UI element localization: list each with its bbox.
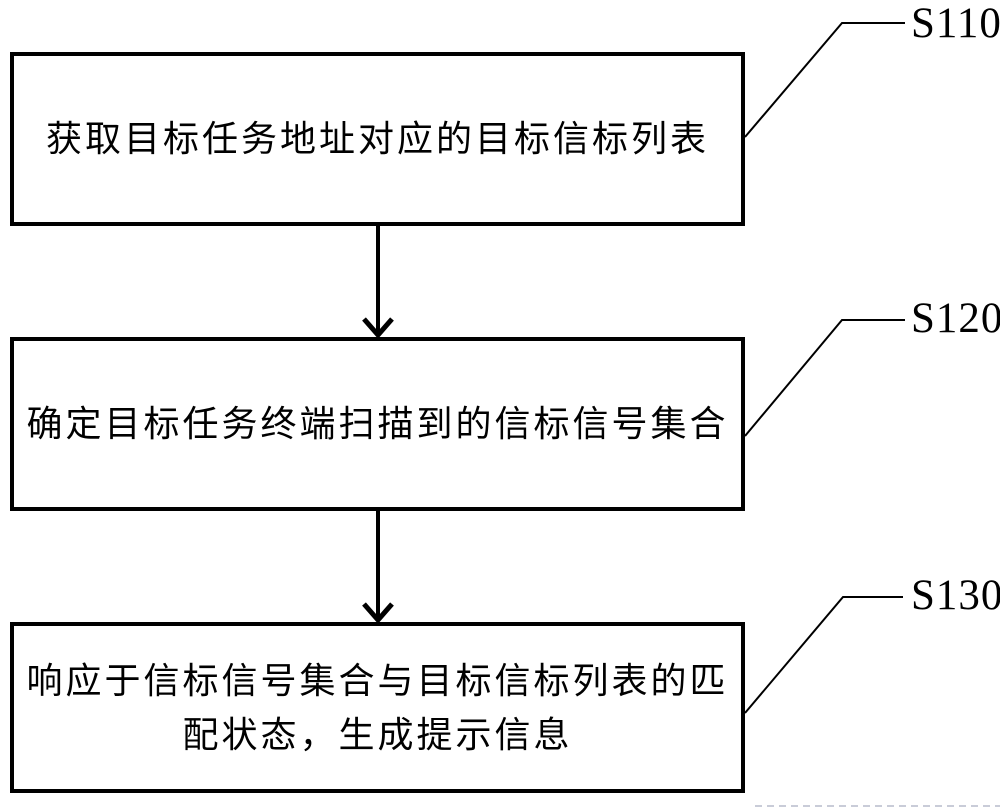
step-label-s130: S130 xyxy=(911,572,1000,619)
step-box-s120: 确定目标任务终端扫描到的信标信号集合 xyxy=(10,337,745,511)
label-connector-s110 xyxy=(744,22,905,138)
label-connector-s130 xyxy=(744,596,903,714)
arrow-down-icon xyxy=(362,602,394,624)
step-text-s130: 响应于信标信号集合与目标信标列表的匹 配状态，生成提示信息 xyxy=(26,660,729,755)
step-box-s130: 响应于信标信号集合与目标信标列表的匹 配状态，生成提示信息 xyxy=(10,622,745,793)
label-connector-s120 xyxy=(744,319,905,437)
step-label-s120: S120 xyxy=(911,295,1000,342)
step-text-s110: 获取目标任务地址对应的目标信标列表 xyxy=(45,119,709,159)
step-label-s110: S110 xyxy=(911,0,1000,47)
step-text-s120: 确定目标任务终端扫描到的信标信号集合 xyxy=(26,404,729,444)
step-box-s110: 获取目标任务地址对应的目标信标列表 xyxy=(10,52,745,226)
arrow-down-icon xyxy=(362,317,394,339)
